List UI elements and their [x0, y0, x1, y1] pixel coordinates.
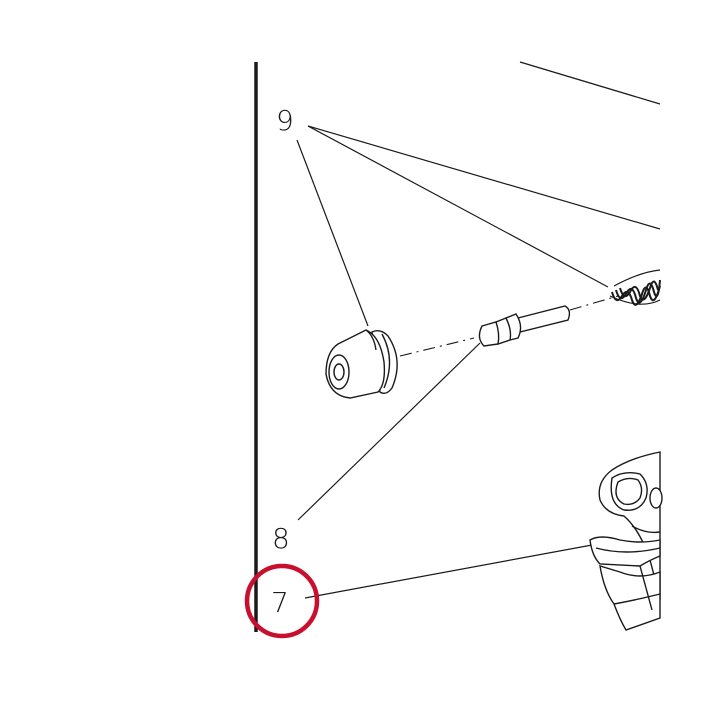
nozzle-cap-part: [325, 329, 398, 399]
callout-8: 8: [272, 522, 290, 555]
leader-line-8: [297, 342, 481, 521]
leader-lines-9: [296, 125, 661, 327]
leader-line-7: [304, 544, 593, 599]
bracket-assembly-part: [589, 451, 663, 631]
callout-9: 9: [276, 104, 294, 137]
callout-7: 7: [271, 586, 289, 619]
coil-spring-part: [609, 269, 661, 306]
assembly-axis-line: [399, 295, 619, 357]
highlight-circle: [244, 563, 320, 639]
background-edge-line: [519, 61, 661, 105]
pin-part: [478, 305, 571, 347]
